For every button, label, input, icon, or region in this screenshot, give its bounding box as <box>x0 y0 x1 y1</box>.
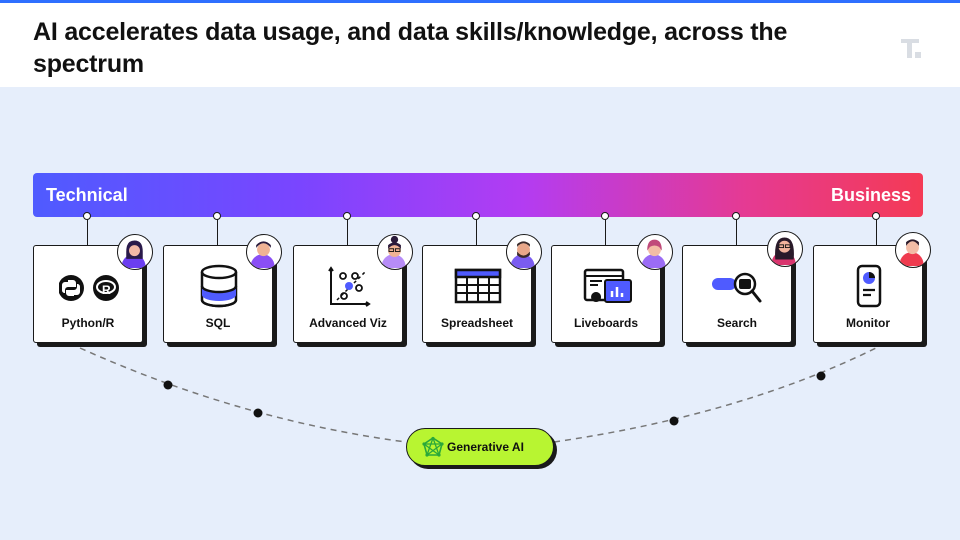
python-r-icon: R <box>59 275 119 301</box>
arc-dot <box>816 371 826 381</box>
database-icon <box>200 264 238 308</box>
slide-title: AI accelerates data usage, and data skil… <box>33 18 788 78</box>
connector-dot <box>732 212 740 220</box>
card-search[interactable]: Search <box>682 245 792 343</box>
generative-ai-label: Generative AI <box>447 440 524 454</box>
user-avatar-man-beard <box>506 234 542 270</box>
user-avatar-woman-purple <box>117 234 153 270</box>
thoughtspot-t-logo-icon <box>901 39 921 58</box>
arc-dot <box>253 408 263 418</box>
user-avatar-glasses-bun <box>377 234 413 270</box>
card-connector <box>736 217 737 245</box>
card-connector <box>347 217 348 245</box>
card-connector <box>876 217 877 245</box>
connector-dot <box>343 212 351 220</box>
spectrum-label-technical: Technical <box>46 185 128 205</box>
user-avatar-woman-short <box>637 234 673 270</box>
card-label: Advanced Viz <box>309 316 387 330</box>
card-connector <box>217 217 218 245</box>
neural-network-icon <box>422 436 444 457</box>
spreadsheet-icon <box>454 268 502 304</box>
mobile-monitor-icon <box>856 264 882 308</box>
card-label: Liveboards <box>573 316 639 330</box>
scatter-plot-icon <box>328 266 371 307</box>
technical-business-spectrum-bar: Technical Business <box>33 173 923 217</box>
dashboard-icon <box>583 268 632 303</box>
connector-dot <box>472 212 480 220</box>
connector-dot <box>872 212 880 220</box>
card-label: Spreadsheet <box>440 316 514 330</box>
search-icon <box>712 272 762 303</box>
generative-ai-badge: Generative AI <box>406 428 554 466</box>
card-spreadsheet[interactable]: Spreadsheet <box>422 245 532 343</box>
connector-dot <box>83 212 91 220</box>
connector-dot <box>213 212 221 220</box>
user-avatar-man-purple <box>246 234 282 270</box>
user-avatar-man-red <box>895 232 931 268</box>
dashed-arc-right <box>553 347 877 443</box>
connector-dot <box>601 212 609 220</box>
svg-text:R: R <box>102 283 111 297</box>
dashed-arc-left <box>79 347 407 443</box>
card-connector <box>87 217 88 245</box>
card-label: Python/R <box>61 316 115 330</box>
card-label: Monitor <box>846 316 890 330</box>
arc-dot <box>669 416 679 426</box>
top-accent-bar <box>0 0 960 3</box>
card-connector <box>605 217 606 245</box>
card-label: Search <box>716 316 758 330</box>
spectrum-label-business: Business <box>830 185 911 205</box>
user-avatar-woman-longhair <box>767 231 803 267</box>
card-label: SQL <box>205 316 231 330</box>
card-liveboards[interactable]: Liveboards <box>551 245 661 343</box>
arc-dot <box>163 380 173 390</box>
card-connector <box>476 217 477 245</box>
slide-header: AI accelerates data usage, and data skil… <box>0 3 960 87</box>
